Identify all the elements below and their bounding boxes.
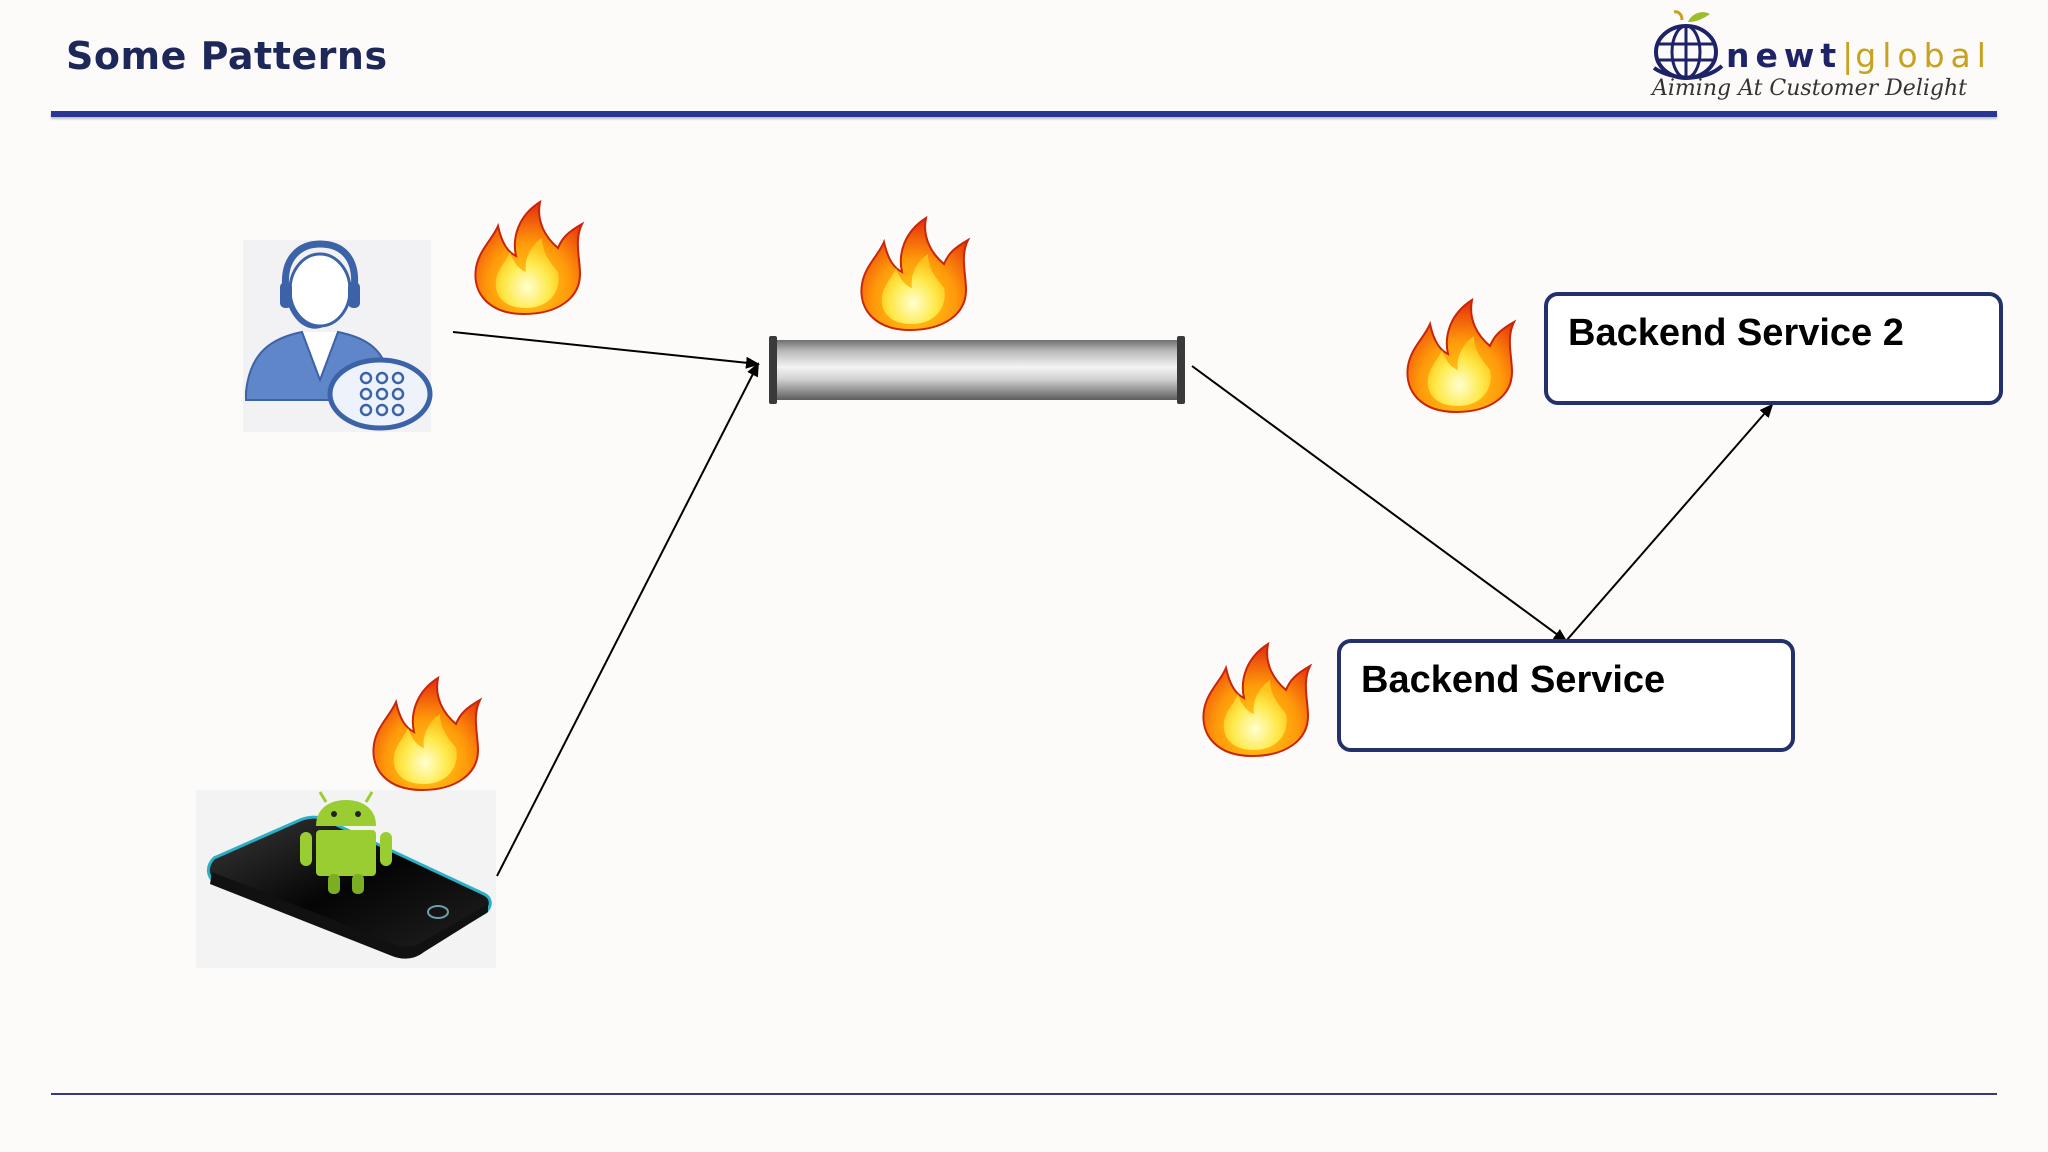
backend-service-2-node: Backend Service 2 — [1544, 292, 2003, 405]
arrow-pipe-to-backend — [1191, 365, 1568, 643]
backend-service-2-label: Backend Service 2 — [1568, 312, 1904, 354]
logo-tagline: Aiming At Customer Delight — [1652, 76, 1967, 101]
globe-icon — [1652, 10, 1724, 80]
header-rule — [51, 111, 1997, 117]
fire-icon — [372, 677, 481, 791]
footer-rule — [51, 1093, 1997, 1095]
message-pipe-icon — [769, 336, 1185, 404]
fire-icon — [1406, 299, 1515, 413]
company-logo: newt|global Aiming At Customer Delight — [1648, 6, 1988, 108]
android-phone-icon — [196, 790, 496, 968]
fire-icon — [1202, 643, 1311, 757]
logo-brand-primary: newt — [1726, 36, 1843, 75]
backend-service-node: Backend Service — [1337, 639, 1795, 752]
arrow-phone-to-pipe — [496, 362, 759, 877]
logo-brand-separator: | — [1842, 36, 1856, 75]
arrow-agent-to-pipe — [452, 331, 760, 369]
backend-service-label: Backend Service — [1361, 659, 1666, 701]
page-title: Some Patterns — [66, 34, 388, 78]
fire-icon — [860, 217, 969, 331]
logo-wordmark: newt|global — [1726, 36, 1992, 75]
logo-brand-secondary: global — [1855, 36, 1992, 75]
call-center-agent-icon — [243, 240, 433, 432]
arrow-backend-to-backend-2 — [1565, 403, 1774, 642]
fire-icon — [474, 201, 583, 315]
